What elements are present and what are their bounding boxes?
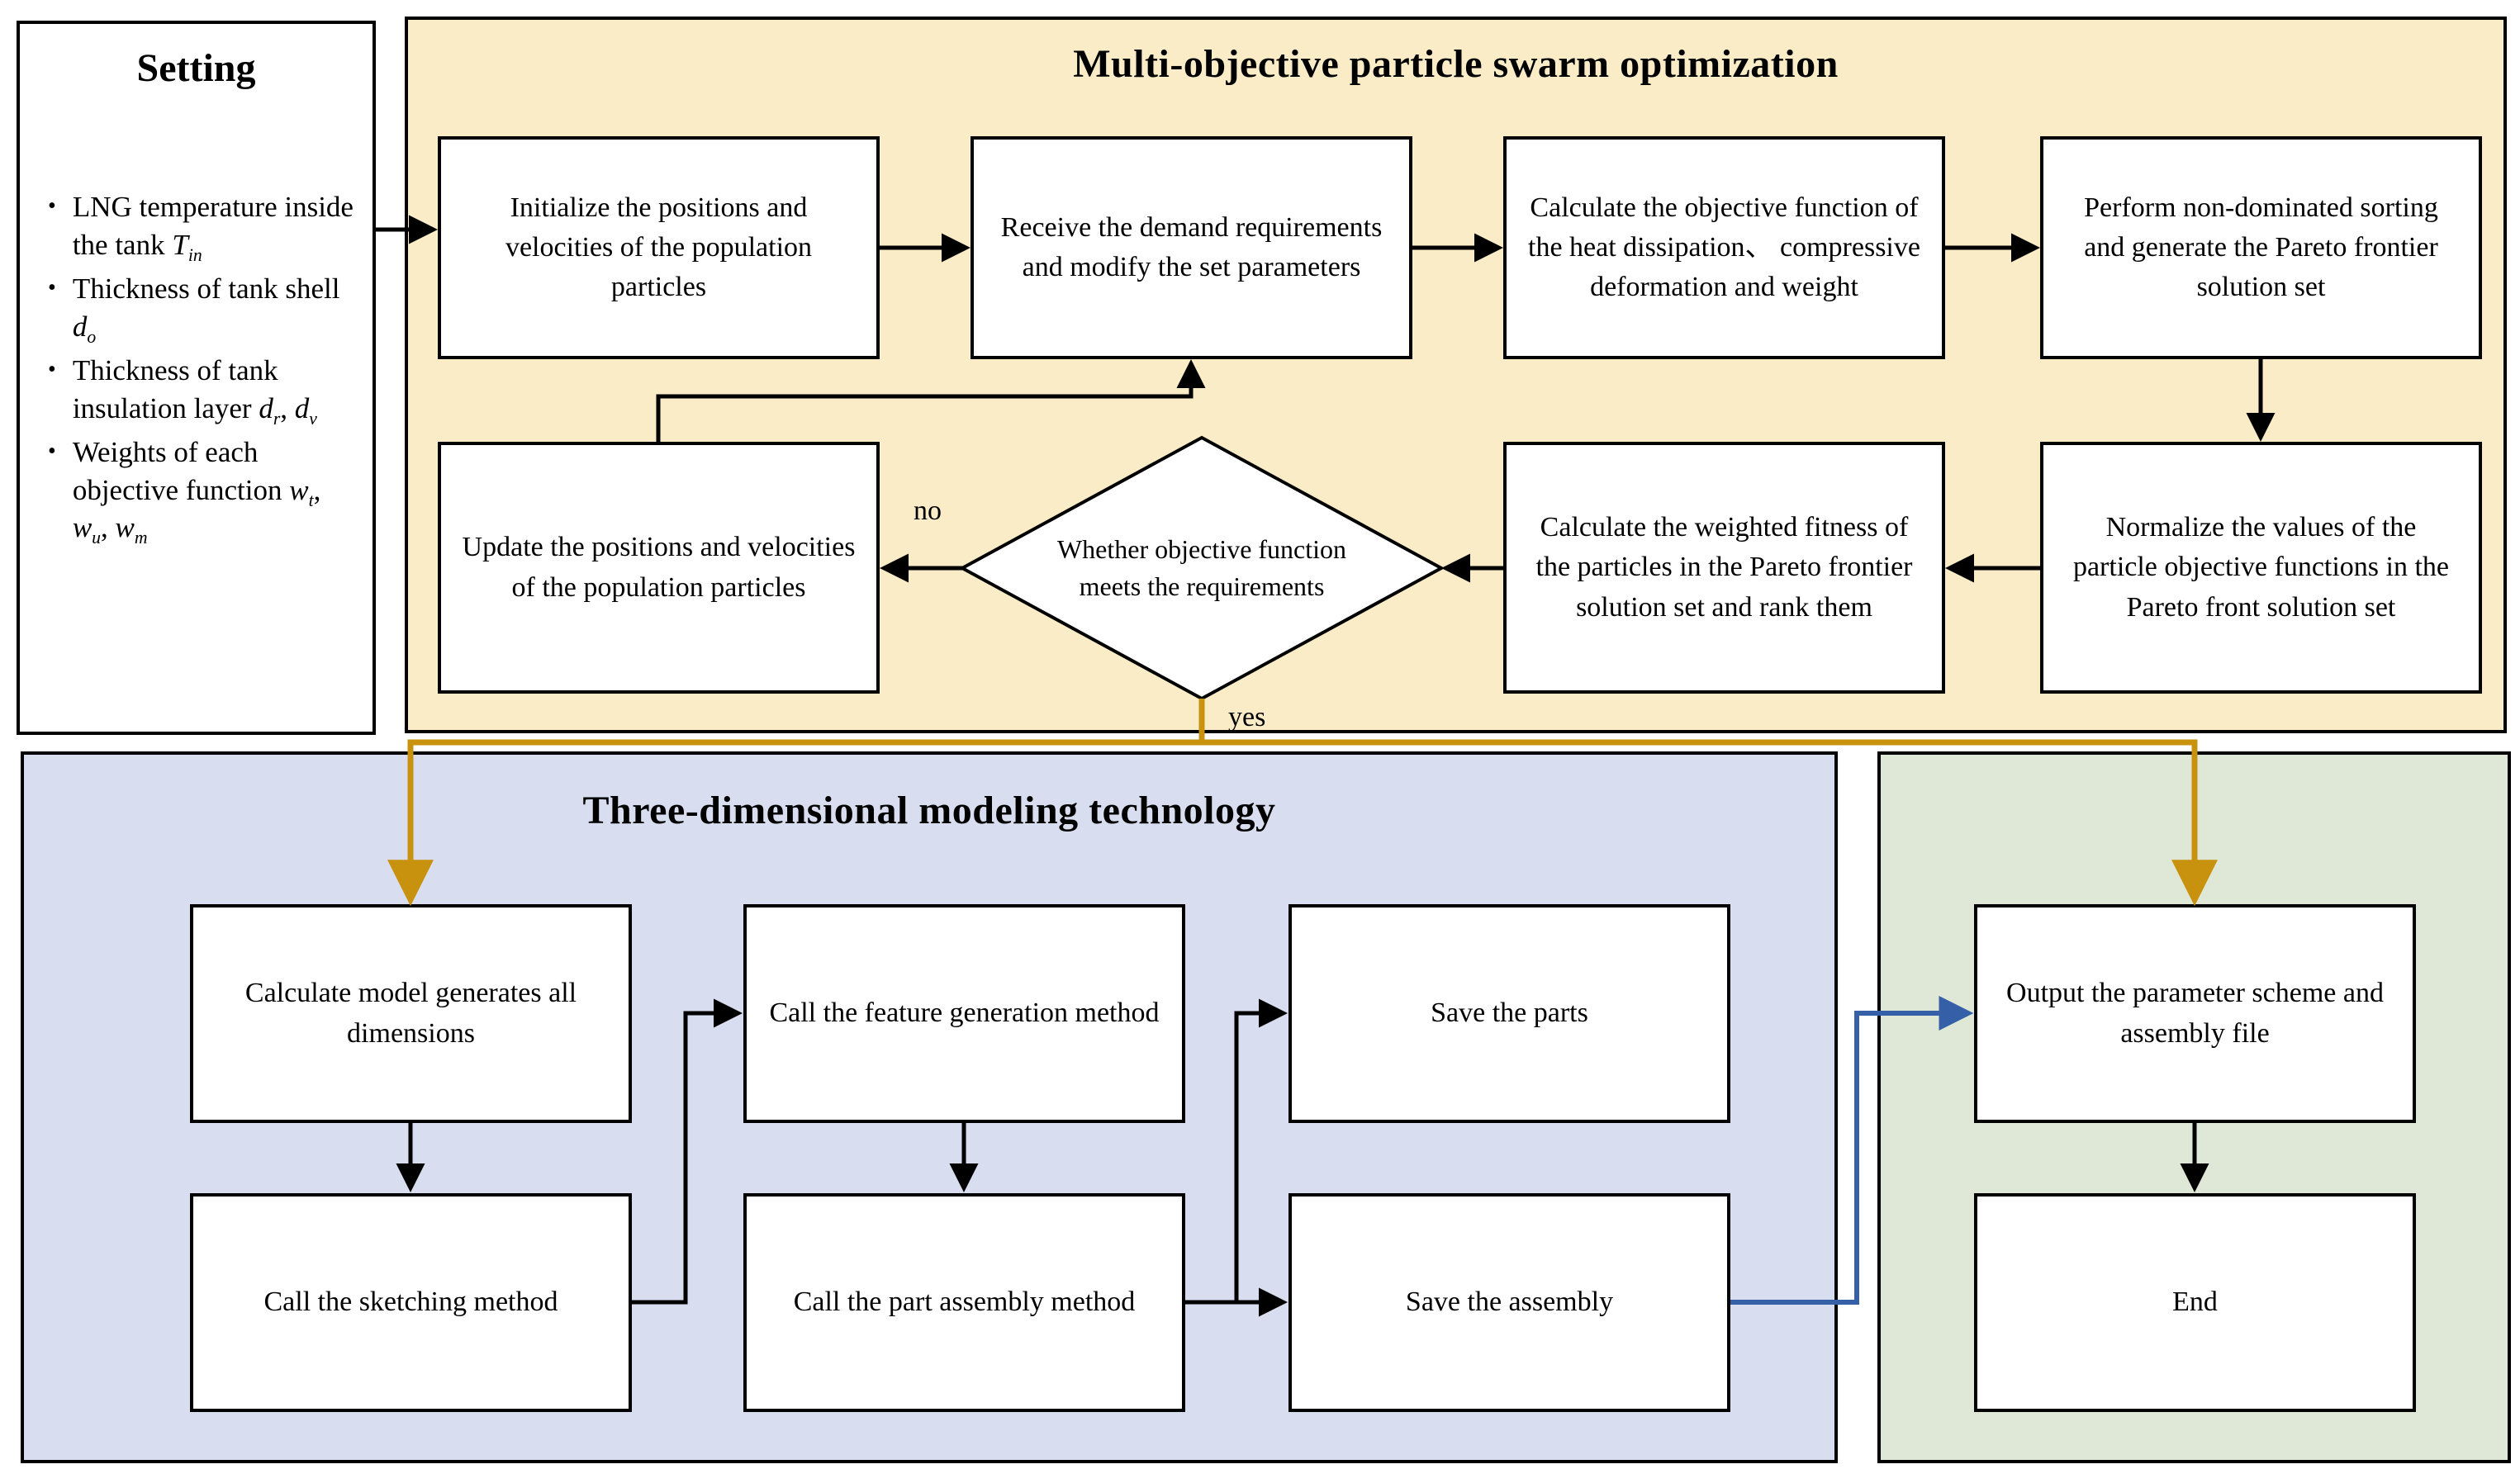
bullet-icon: • [48,357,56,382]
node-decision-label: Whether objective function meets the req… [1056,534,1347,601]
node-receive-requirements: Receive the demand requirements and modi… [971,136,1412,359]
setting-list: • LNG temperature inside the tank Tin • … [20,188,373,547]
setting-item-text: Thickness of tank shell do [72,272,340,347]
setting-panel: Setting • LNG temperature inside the tan… [17,21,376,735]
node-call-feature-generation: Call the feature generation method [743,904,1185,1123]
node-nondominated-sorting: Perform non-dominated sorting and genera… [2040,136,2482,359]
modeling-section-title: Three-dimensional modeling technology [582,789,1276,832]
node-save-assembly: Save the assembly [1288,1193,1730,1412]
node-initialize-particles: Initialize the positions and velocities … [438,136,880,359]
setting-title: Setting [136,46,256,90]
setting-item-insulation-thickness: • Thickness of tank insulation layer dr,… [48,352,361,427]
setting-item-text: Weights of each objective function wt, w… [72,436,321,547]
edge-label-no: no [914,495,942,526]
node-update-particles: Update the positions and velocities of t… [438,442,880,694]
node-output-parameter-scheme: Output the parameter scheme and assembly… [1974,904,2416,1123]
mopso-section-title: Multi-objective particle swarm optimizat… [1073,42,1839,86]
node-normalize-values: Normalize the values of the particle obj… [2040,442,2482,694]
bullet-icon: • [48,438,56,464]
setting-item-shell-thickness: • Thickness of tank shell do [48,270,361,345]
node-save-parts: Save the parts [1288,904,1730,1123]
bullet-icon: • [48,275,56,301]
edge-label-yes: yes [1228,702,1266,732]
node-end: End [1974,1193,2416,1412]
bullet-icon: • [48,193,56,219]
setting-item-text: LNG temperature inside the tank Tin [72,191,354,265]
node-calculate-objective: Calculate the objective function of the … [1503,136,1945,359]
node-calculate-model-dimensions: Calculate model generates all dimensions [190,904,632,1123]
setting-item-text: Thickness of tank insulation layer dr, d… [72,354,317,429]
node-call-part-assembly: Call the part assembly method [743,1193,1185,1412]
node-call-sketching-method: Call the sketching method [190,1193,632,1412]
setting-item-objective-weights: • Weights of each objective function wt,… [48,434,361,547]
setting-item-lng-temperature: • LNG temperature inside the tank Tin [48,188,361,263]
node-weighted-fitness: Calculate the weighted fitness of the pa… [1503,442,1945,694]
